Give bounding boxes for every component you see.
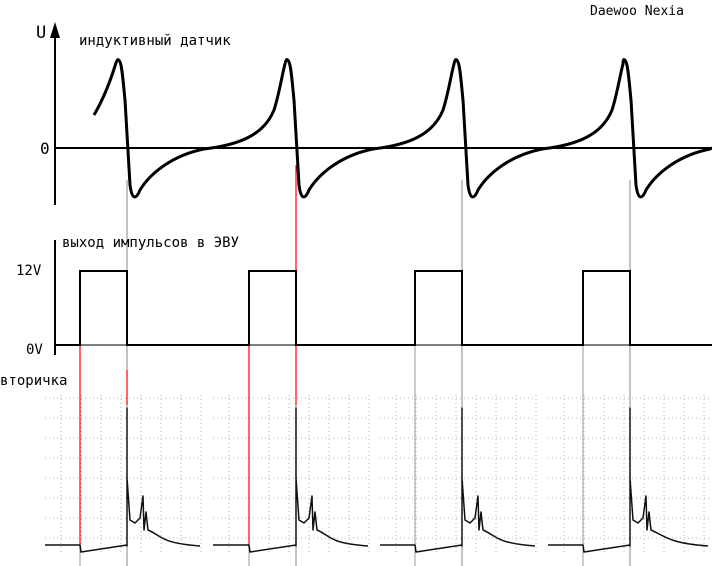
pulse-caption: выход импульсов в ЭВУ [62,235,240,251]
voltage-axis-label: U [36,23,47,43]
secondary-caption: вторичка [0,373,68,389]
secondary-waveform [45,407,201,553]
secondary-waveform [213,407,369,553]
secondary-waveform [380,407,536,553]
sensor-caption: индуктивный датчик [79,33,231,49]
axis-arrow-icon [50,22,60,38]
secondary-waveform [548,407,709,553]
pulse-waveform [55,270,712,346]
zero-label: 0 [40,139,50,158]
sensor-waveform [92,58,712,199]
car-model-title: Daewoo Nexia [590,4,684,19]
low-level-label: 0V [26,342,43,358]
high-level-label: 12V [16,263,42,279]
